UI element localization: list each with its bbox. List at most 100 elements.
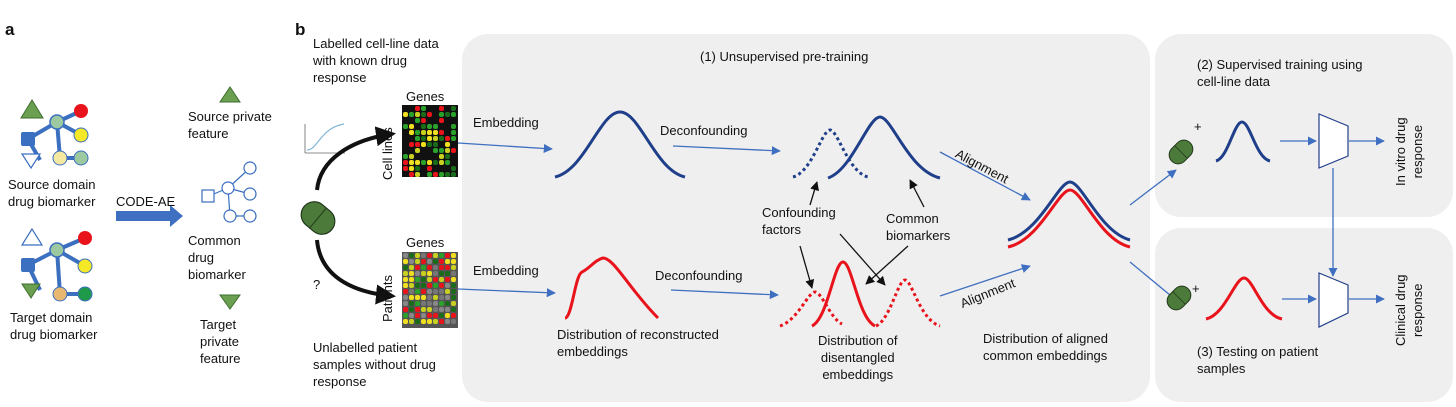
heatmap-cell (415, 136, 420, 141)
heatmap-cell (439, 283, 444, 288)
reconstructed-curve-blue (554, 110, 686, 179)
heatmap-cell (439, 253, 444, 258)
heatmap-cell (403, 124, 408, 129)
heatmap-cell (451, 253, 456, 258)
testing-panel (1155, 228, 1453, 402)
heatmap-cell (451, 313, 456, 318)
heatmap-cell (445, 277, 450, 282)
patients-label: Patients (380, 275, 395, 322)
common-label: Common drug biomarker (188, 233, 246, 282)
heatmap-cell (415, 253, 420, 258)
heatmap-cell (421, 319, 426, 324)
heatmap-cell (433, 160, 438, 165)
heatmap-cell (439, 259, 444, 264)
heatmap-cell (427, 148, 432, 153)
deconfounding-top-label: Deconfounding (660, 123, 748, 138)
heatmap-cell (421, 124, 426, 129)
heatmap-cell (415, 118, 420, 123)
heatmap-cell (439, 118, 444, 123)
heatmap-cell (433, 148, 438, 153)
heatmap-cell (409, 295, 414, 300)
heatmap-cell (427, 301, 432, 306)
heatmap-cell (439, 148, 444, 153)
heatmap-cell (403, 265, 408, 270)
heatmap-cell (421, 313, 426, 318)
question-mark: ? (313, 277, 321, 292)
heatmap-cell (427, 259, 432, 264)
genes-top-label: Genes (406, 89, 445, 104)
heatmap-cell (421, 295, 426, 300)
heatmap-cell (427, 277, 432, 282)
heatmap-cell (421, 148, 426, 153)
heatmap-cell (409, 313, 414, 318)
heatmap-cell (451, 118, 456, 123)
deconfounding-arrow-bottom (670, 289, 779, 300)
pretraining-panel (462, 34, 1150, 402)
heatmap-cell (451, 148, 456, 153)
embedding-bottom-label: Embedding (473, 263, 539, 278)
confounding-pointer-bottom-1 (799, 245, 815, 289)
heatmap-cell (439, 166, 444, 171)
common-pointer-bottom (865, 245, 909, 285)
heatmap-cell (415, 166, 420, 171)
heatmap-cell (433, 307, 438, 312)
target-domain-label: Target domain drug biomarker (10, 310, 98, 342)
heatmap-cell (421, 271, 426, 276)
heatmap-cell (451, 160, 456, 165)
heatmap-cell (403, 259, 408, 264)
heatmap-cell (451, 265, 456, 270)
target-node-yellow (77, 258, 93, 274)
heatmap-cell (427, 154, 432, 159)
heatmap-cell (445, 160, 450, 165)
heatmap-cell (409, 271, 414, 276)
source-private-label: Source private feature (188, 109, 272, 141)
heatmap-cell (445, 289, 450, 294)
heatmap-cell (409, 124, 414, 129)
heatmap-cell (445, 253, 450, 258)
heatmap-cell (421, 277, 426, 282)
heatmap-cell (403, 289, 408, 294)
heatmap-cell (415, 124, 420, 129)
heatmap-cell (445, 307, 450, 312)
heatmap-cell (403, 136, 408, 141)
reconstructed-curve-red (563, 256, 660, 320)
heatmap-cell (433, 130, 438, 135)
heatmap-cell (409, 289, 414, 294)
heatmap-cell (409, 307, 414, 312)
heatmap-cell (415, 283, 420, 288)
heatmap-cell (415, 277, 420, 282)
heatmap-cell (433, 313, 438, 318)
heatmap-cell (421, 136, 426, 141)
heatmap-cell (439, 124, 444, 129)
heatmap-cell (433, 136, 438, 141)
heatmap-cell (427, 112, 432, 117)
testing-curve-red (1205, 276, 1283, 321)
drug-pill-icon-bottom (1166, 285, 1192, 311)
testing-title: (3) Testing on patient samples (1197, 344, 1319, 376)
heatmap-cell (433, 319, 438, 324)
dist-disentangled-label: Distribution of disentangled embeddings (818, 333, 898, 382)
heatmap-cell (445, 259, 450, 264)
unlabelled-data-label: Unlabelled patient samples without drug … (313, 340, 436, 389)
heatmap-cell (451, 307, 456, 312)
confounding-pointer-bottom-2 (839, 233, 886, 286)
heatmap-cell (451, 319, 456, 324)
heatmap-cell (427, 283, 432, 288)
heatmap-cell (409, 166, 414, 171)
heatmap-cell (451, 142, 456, 147)
supervised-curve-blue (1215, 120, 1271, 163)
heatmap-cell (415, 160, 420, 165)
drug-pill-icon-top (1168, 139, 1194, 165)
common-curve-blue (827, 115, 941, 180)
heatmap-cell (433, 301, 438, 306)
heatmap-cell (427, 142, 432, 147)
heatmap-cell (433, 259, 438, 264)
heatmap-cell (409, 118, 414, 123)
target-private-triangle-icon (219, 294, 241, 310)
to-supervised-arrow (1129, 169, 1177, 206)
confounding-curve-blue (792, 128, 869, 179)
target-square-node (21, 258, 35, 272)
heatmap-cell (403, 277, 408, 282)
heatmap-cell (421, 265, 426, 270)
heatmap-cell (427, 295, 432, 300)
